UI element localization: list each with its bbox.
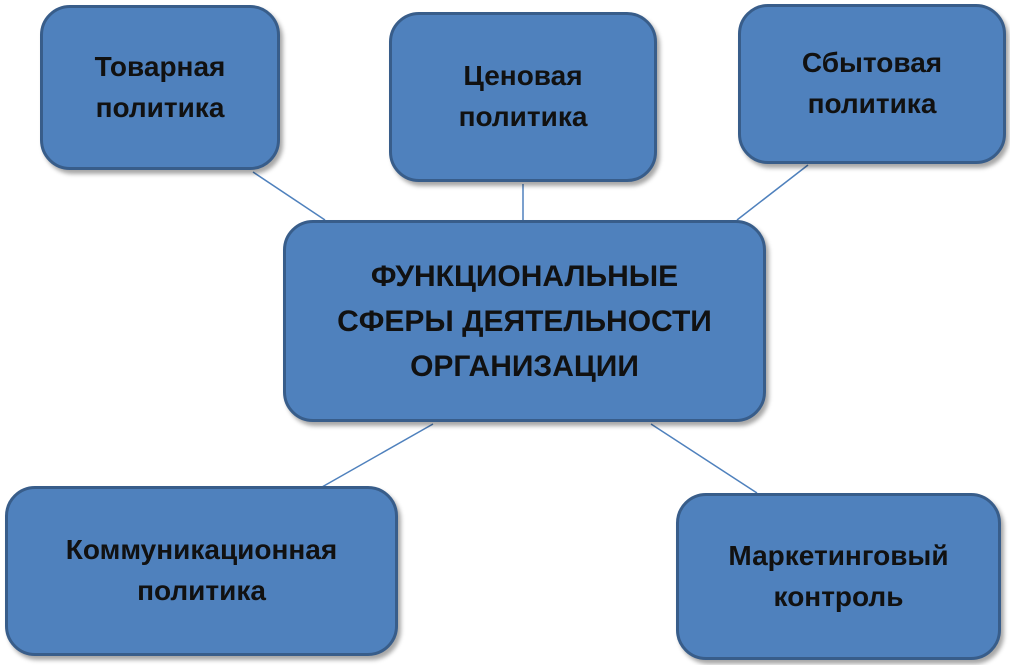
node-sbytovaya-politika: Сбытовая политика [738, 4, 1006, 164]
node-label: Сбытовая политика [801, 47, 943, 119]
connector-kommunikatsionnaya [321, 423, 434, 488]
central-node: ФУНКЦИОНАЛЬНЫЕ СФЕРЫ ДЕЯТЕЛЬНОСТИ ОРГАНИ… [283, 220, 766, 422]
node-label: Ценовая политика [458, 60, 588, 132]
node-label: Маркетинговый контроль [728, 539, 949, 612]
node-kommunikatsionnaya-politika: Коммуникационная политика [5, 486, 398, 656]
connector-kontrol [650, 423, 758, 494]
connector-tovarnaya [252, 171, 326, 221]
node-tovarnaya-politika: Товарная политика [40, 5, 280, 170]
central-node-label: ФУНКЦИОНАЛЬНЫЕ СФЕРЫ ДЕЯТЕЛЬНОСТИ ОРГАНИ… [337, 259, 712, 383]
connector-sbytovaya [736, 164, 809, 221]
node-marketingovyi-kontrol: Маркетинговый контроль [676, 493, 1001, 660]
node-tsenovaya-politika: Ценовая политика [389, 12, 657, 182]
node-label: Коммуникационная политика [65, 534, 338, 606]
node-label: Товарная политика [94, 50, 226, 123]
